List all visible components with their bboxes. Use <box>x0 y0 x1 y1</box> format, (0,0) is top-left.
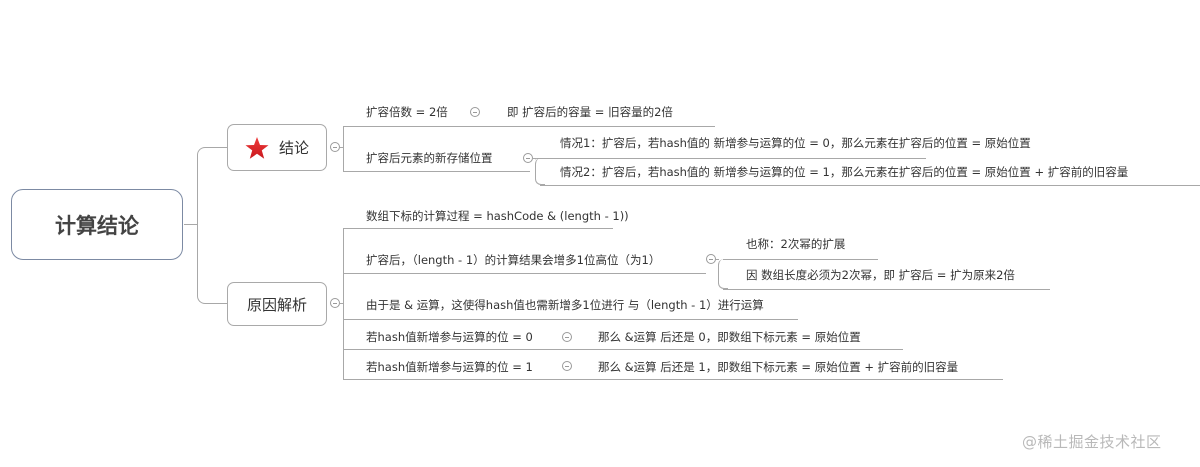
collapse-toggle-conclusion[interactable] <box>330 142 340 152</box>
node-high-bit[interactable]: 扩容后，（length - 1）的计算结果会增多1位高位（为1） <box>366 253 661 267</box>
node-expand-factor-detail[interactable]: 即 扩容后的容量 = 旧容量的2倍 <box>507 105 673 119</box>
node-power-of-two[interactable]: 也称：2次幂的扩展 <box>746 237 846 251</box>
connector <box>723 289 1050 290</box>
node-expand-factor[interactable]: 扩容倍数 = 2倍 <box>366 105 448 119</box>
connector <box>197 224 227 304</box>
connector <box>535 158 543 160</box>
connector <box>343 171 530 172</box>
connector <box>343 126 715 127</box>
connector <box>343 228 613 229</box>
connector <box>343 379 1003 380</box>
connector <box>535 158 545 185</box>
connector <box>723 259 878 260</box>
connector <box>343 319 798 320</box>
node-case-1[interactable]: 情况1：扩容后，若hash值的 新增参与运算的位 = 0，那么元素在扩容后的位置… <box>560 136 1031 150</box>
node-index-formula[interactable]: 数组下标的计算过程 = hashCode & (length - 1)) <box>366 209 629 223</box>
collapse-toggle-expand-factor[interactable] <box>470 107 480 117</box>
watermark: @稀土掘金技术社区 <box>1022 433 1162 451</box>
node-case-2[interactable]: 情况2：扩容后，若hash值的 新增参与运算的位 = 1，那么元素在扩容后的位置… <box>560 165 1129 179</box>
node-new-position[interactable]: 扩容后元素的新存储位置 <box>366 151 493 165</box>
branch-node-conclusion[interactable]: 结论 <box>227 124 327 171</box>
node-bit-zero[interactable]: 若hash值新增参与运算的位 = 0 <box>366 330 533 344</box>
connector <box>343 228 344 380</box>
connector <box>343 273 706 274</box>
node-bit-one[interactable]: 若hash值新增参与运算的位 = 1 <box>366 360 533 374</box>
collapse-toggle-reason[interactable] <box>330 298 340 308</box>
root-node[interactable]: 计算结论 <box>11 189 183 260</box>
connector <box>533 158 536 159</box>
star-icon <box>245 136 269 159</box>
collapse-toggle-high-bit[interactable] <box>706 254 716 264</box>
collapse-toggle-new-position[interactable] <box>523 153 533 163</box>
branch-label: 原因解析 <box>246 295 307 314</box>
node-bit-zero-result[interactable]: 那么 &运算 后还是 0，即数组下标元素 = 原始位置 <box>598 330 861 344</box>
node-length-power-of-two[interactable]: 因 数组长度必须为2次幂，即 扩容后 = 扩为原来2倍 <box>746 268 1015 282</box>
root-node-label: 计算结论 <box>55 213 139 238</box>
connector <box>340 147 344 148</box>
node-bit-one-result[interactable]: 那么 &运算 后还是 1，即数组下标元素 = 原始位置 + 扩容前的旧容量 <box>598 360 959 374</box>
branch-node-reason[interactable]: 原因解析 <box>227 282 327 326</box>
collapse-toggle-bit-one[interactable] <box>562 361 572 371</box>
connector <box>540 158 926 159</box>
connector <box>343 126 344 172</box>
connector <box>184 224 197 225</box>
node-and-operation[interactable]: 由于是 & 运算，这使得hash值也需新增多1位进行 与（length - 1）… <box>366 298 764 312</box>
connector <box>197 147 227 225</box>
connector <box>343 349 903 350</box>
connector <box>340 303 344 304</box>
connector <box>716 259 719 260</box>
connector <box>540 185 1200 186</box>
connector <box>718 259 728 289</box>
collapse-toggle-bit-zero[interactable] <box>562 332 572 342</box>
branch-label: 结论 <box>278 139 309 157</box>
